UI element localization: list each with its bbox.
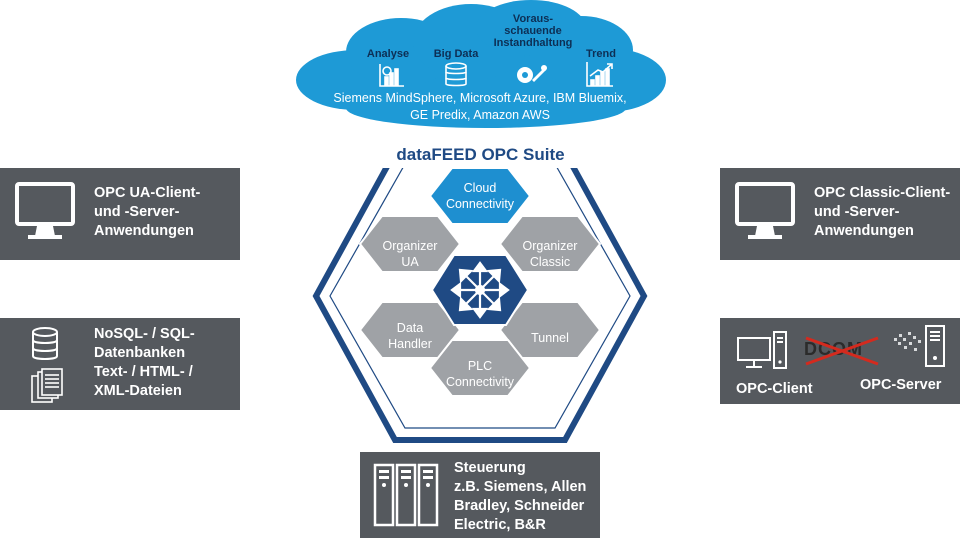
opc-classic-text: OPC Classic-Client- und -Server- Anwendu…: [814, 184, 950, 241]
module-plc-label-line1: PLC: [467, 359, 493, 373]
opc-classic-box: OPC Classic-Client- und -Server- Anwendu…: [720, 168, 960, 260]
module-data-handler-label: Data Handler: [365, 320, 455, 352]
module-organizer-ua-hex[interactable]: [358, 215, 462, 273]
module-plc-label: PLC Connectivity: [435, 358, 525, 390]
module-cloud-label-line2: Connectivity: [445, 197, 515, 211]
module-organizer-ua-label-line1: Organizer: [382, 239, 438, 253]
controller-rack-icon: [373, 463, 439, 527]
database-icon: [445, 62, 467, 87]
controller-line1: z.B. Siemens, Allen: [454, 479, 587, 495]
module-cloud-connectivity-hex[interactable]: [428, 167, 532, 225]
module-cloud-label-line1: Cloud: [463, 181, 497, 195]
databases-line3: Text- / HTML- /: [94, 364, 193, 380]
controller-box: Steuerung z.B. Siemens, Allen Bradley, S…: [360, 452, 600, 538]
databases-line1: NoSQL- / SQL-: [94, 326, 195, 342]
cloud-platforms-line1: Siemens MindSphere, Microsoft Azure, IBM…: [333, 91, 627, 105]
trend-chart-icon: [586, 62, 613, 87]
opc-classic-line2: und -Server-: [814, 204, 900, 220]
databases-line4: XML-Dateien: [94, 383, 182, 399]
network-arrows-icon: [450, 261, 510, 319]
cloud-shape: [296, 0, 666, 128]
gear-wrench-icon: [517, 65, 547, 83]
module-plc-connectivity-hex[interactable]: [428, 339, 532, 397]
databases-line2: Datenbanken: [94, 345, 186, 361]
databases-box: NoSQL- / SQL- Datenbanken Text- / HTML- …: [0, 318, 240, 410]
module-tunnel-label: Tunnel: [505, 330, 595, 346]
cloud-category-bigdata: Big Data: [433, 48, 479, 60]
cloud-category-instandhaltung-line3: Instandhaltung: [493, 37, 573, 49]
dcom-box: DCOM OPC-Client OPC-Server: [720, 318, 960, 404]
module-organizer-classic-label-line1: Organizer: [522, 239, 578, 253]
module-data-handler-label-line1: Data: [396, 321, 424, 335]
suite-modules: [358, 167, 602, 397]
client-computer-icon: [737, 331, 787, 369]
module-plc-label-line2: Connectivity: [445, 375, 515, 389]
analysis-chart-icon: [379, 64, 404, 87]
module-cloud-label: Cloud Connectivity: [435, 180, 525, 212]
monitor-icon: [735, 182, 795, 239]
module-data-handler-label-line2: Handler: [388, 337, 432, 351]
opc-classic-line3: Anwendungen: [814, 223, 914, 239]
module-organizer-ua-label-line2: UA: [401, 255, 419, 269]
cloud-category-instandhaltung: Voraus- schauende Instandhaltung: [488, 13, 578, 49]
opc-ua-text: OPC UA-Client- und -Server- Anwendungen: [94, 184, 200, 241]
module-tunnel-label-line1: Tunnel: [531, 331, 569, 345]
cloud-category-instandhaltung-line1: Voraus-: [512, 13, 554, 25]
document-files-icon: [31, 368, 63, 403]
server-icon: [894, 325, 945, 367]
cloud-platforms-line2: GE Predix, Amazon AWS: [410, 108, 550, 122]
databases-text: NoSQL- / SQL- Datenbanken Text- / HTML- …: [94, 325, 195, 401]
opc-ua-line3: Anwendungen: [94, 223, 194, 239]
controller-title: Steuerung: [454, 460, 526, 476]
controller-line3: Electric, B&R: [454, 517, 546, 533]
module-organizer-classic-label: Organizer Classic: [505, 238, 595, 270]
module-tunnel-hex[interactable]: [498, 301, 602, 359]
module-organizer-classic-hex[interactable]: [498, 215, 602, 273]
monitor-icon: [15, 182, 75, 239]
module-organizer-classic-label-line2: Classic: [529, 255, 571, 269]
opc-ua-line1: OPC UA-Client-: [94, 185, 201, 201]
dcom-cross-icon: [805, 336, 879, 366]
suite-title: dataFEED OPC Suite: [383, 142, 578, 168]
opc-ua-box: OPC UA-Client- und -Server- Anwendungen: [0, 168, 240, 260]
cloud-category-instandhaltung-line2: schauende: [504, 25, 562, 37]
module-organizer-ua-label: Organizer UA: [365, 238, 455, 270]
controller-text: Steuerung z.B. Siemens, Allen Bradley, S…: [454, 459, 586, 535]
cloud-category-analyse: Analyse: [366, 48, 410, 60]
opc-client-label: OPC-Client: [736, 381, 813, 397]
opc-ua-line2: und -Server-: [94, 204, 180, 220]
opc-server-label: OPC-Server: [860, 377, 942, 393]
opc-classic-line1: OPC Classic-Client-: [814, 185, 951, 201]
cloud-category-trend: Trend: [586, 48, 616, 60]
controller-line2: Bradley, Schneider: [454, 498, 585, 514]
database-stack-icon: [32, 327, 58, 360]
